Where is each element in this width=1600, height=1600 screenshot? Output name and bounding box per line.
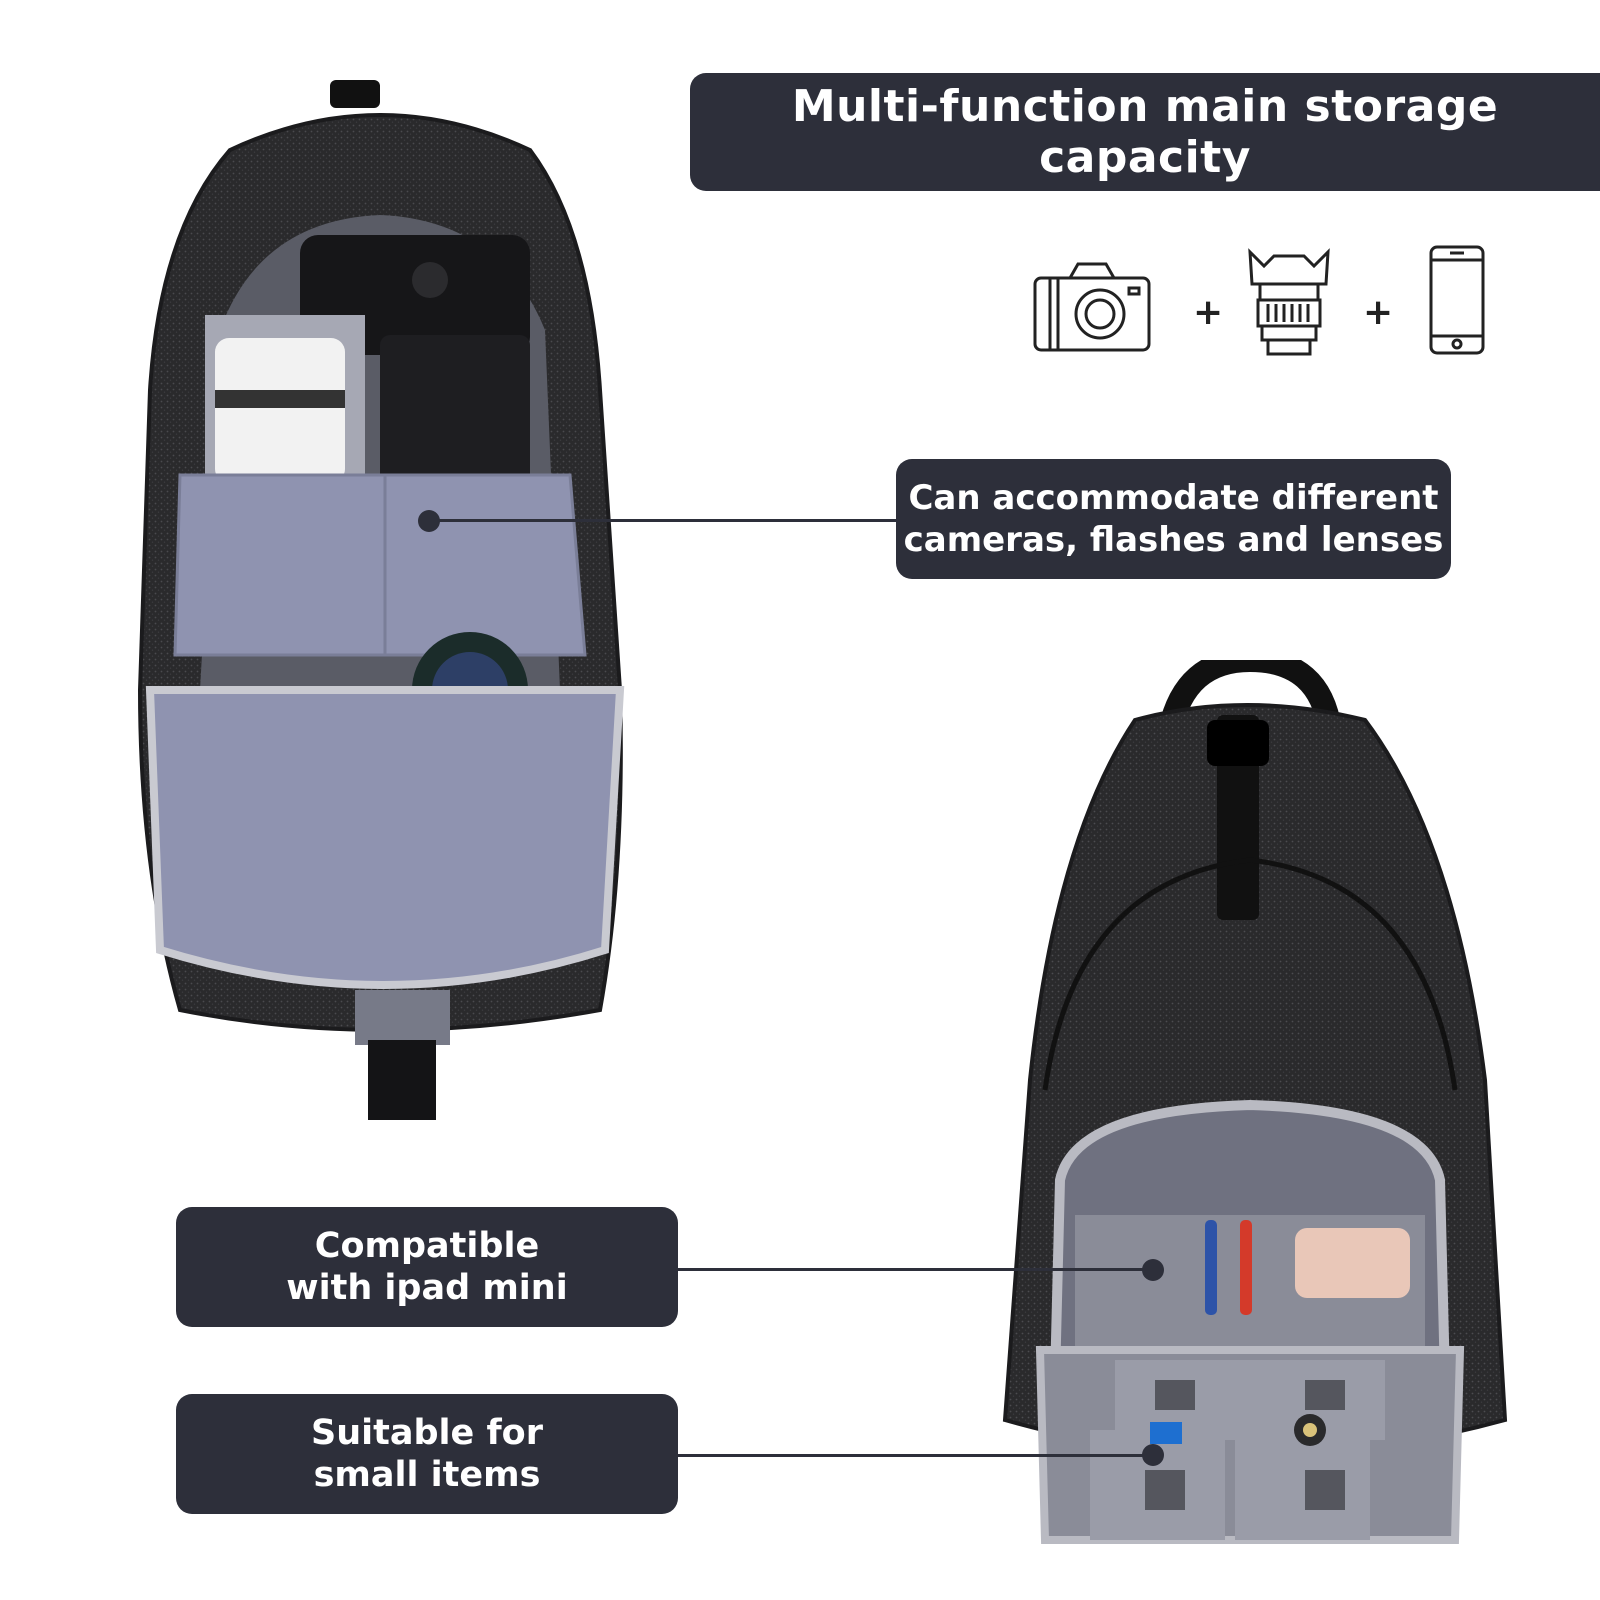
plus-separator-1: + [1193, 292, 1224, 333]
callout-ipad: Compatible with ipad mini [176, 1207, 678, 1327]
callout-small-items-line2: small items [313, 1455, 541, 1495]
open-bag-front-pocket [1002, 660, 1508, 1544]
open-bag-main-compartment [137, 80, 625, 1120]
leader-line-small-items [678, 1454, 1148, 1457]
callout-cameras-line1: Can accommodate different [908, 478, 1439, 518]
plus-separator-2: + [1363, 292, 1394, 333]
headline-banner: Multi-function main storage capacity [690, 73, 1600, 191]
lens-icon [1248, 248, 1330, 356]
callout-small-items-line1: Suitable for [311, 1413, 543, 1453]
headline-text: Multi-function main storage capacity [791, 81, 1499, 183]
callout-cameras-line2: cameras, flashes and lenses [903, 520, 1444, 560]
callout-ipad-line1: Compatible [314, 1226, 540, 1266]
leader-line-ipad [678, 1268, 1148, 1271]
callout-dot-ipad [1142, 1259, 1164, 1281]
callout-dot-small-items [1142, 1444, 1164, 1466]
phone-icon [1429, 245, 1485, 355]
callout-small-items: Suitable for small items [176, 1394, 678, 1514]
camera-icon [1033, 262, 1151, 352]
callout-cameras: Can accommodate different cameras, flash… [896, 459, 1451, 579]
callout-ipad-line2: with ipad mini [286, 1268, 568, 1308]
leader-line-cameras [429, 519, 896, 522]
